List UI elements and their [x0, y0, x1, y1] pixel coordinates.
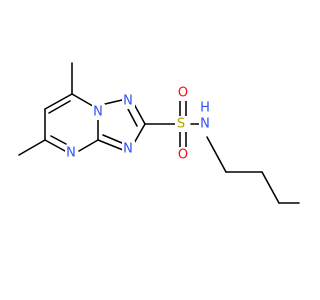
atom-layer: N N N N S O O N H: [65, 85, 212, 163]
bond-ring5-n-n-top: [104, 99, 123, 105]
bond-ring6-c-c-upper-left: [44, 93, 73, 110]
bond-ring5-n-c-right-upper: [133, 103, 146, 125]
bond-ring5-n-c-right-upper-double: [127, 108, 138, 127]
molecule-structure: N N N N S O O N H: [18, 62, 300, 204]
nitrogen-label: N: [200, 117, 210, 132]
atom-label-bg: [175, 147, 189, 163]
atom-label-bg: [175, 116, 187, 132]
sulfur-label: S: [177, 117, 185, 132]
atom-label-bg: [122, 141, 135, 157]
nitrogen-label: N: [123, 94, 133, 109]
bond-ring5-n-c-bottom: [97, 139, 124, 151]
nitrogen-label: N: [66, 146, 76, 161]
molecule-canvas: N N N N S O O N H: [18, 62, 300, 204]
bond-butyl-2: [261, 171, 280, 204]
nitrogen-label: N: [123, 142, 133, 157]
bond-layer: [18, 62, 300, 204]
atom-label-bg: [199, 100, 212, 116]
bond-ring6-c-n-lower-left-double: [50, 135, 67, 145]
nitrogen-label: N: [93, 105, 103, 120]
atom-label-bg: [199, 116, 212, 132]
bond-ring6-c-c-upper-left-double: [48, 100, 71, 114]
atom-label-bg: [122, 93, 135, 109]
oxygen-label: O: [178, 86, 188, 101]
bond-ring6-n-c-bottom: [78, 139, 99, 152]
hydrogen-label: H: [200, 101, 210, 116]
bond-ring5-n-c-bottom-double: [102, 134, 123, 144]
bond-methyl-left: [18, 139, 46, 156]
atom-label-bg: [65, 145, 78, 161]
bond-ring6-c-n-lower-left: [44, 139, 66, 152]
atom-label-bg: [175, 85, 189, 101]
atom-label-bg: [92, 104, 105, 120]
bond-n-butyl: [206, 136, 227, 173]
oxygen-label: O: [178, 148, 188, 163]
